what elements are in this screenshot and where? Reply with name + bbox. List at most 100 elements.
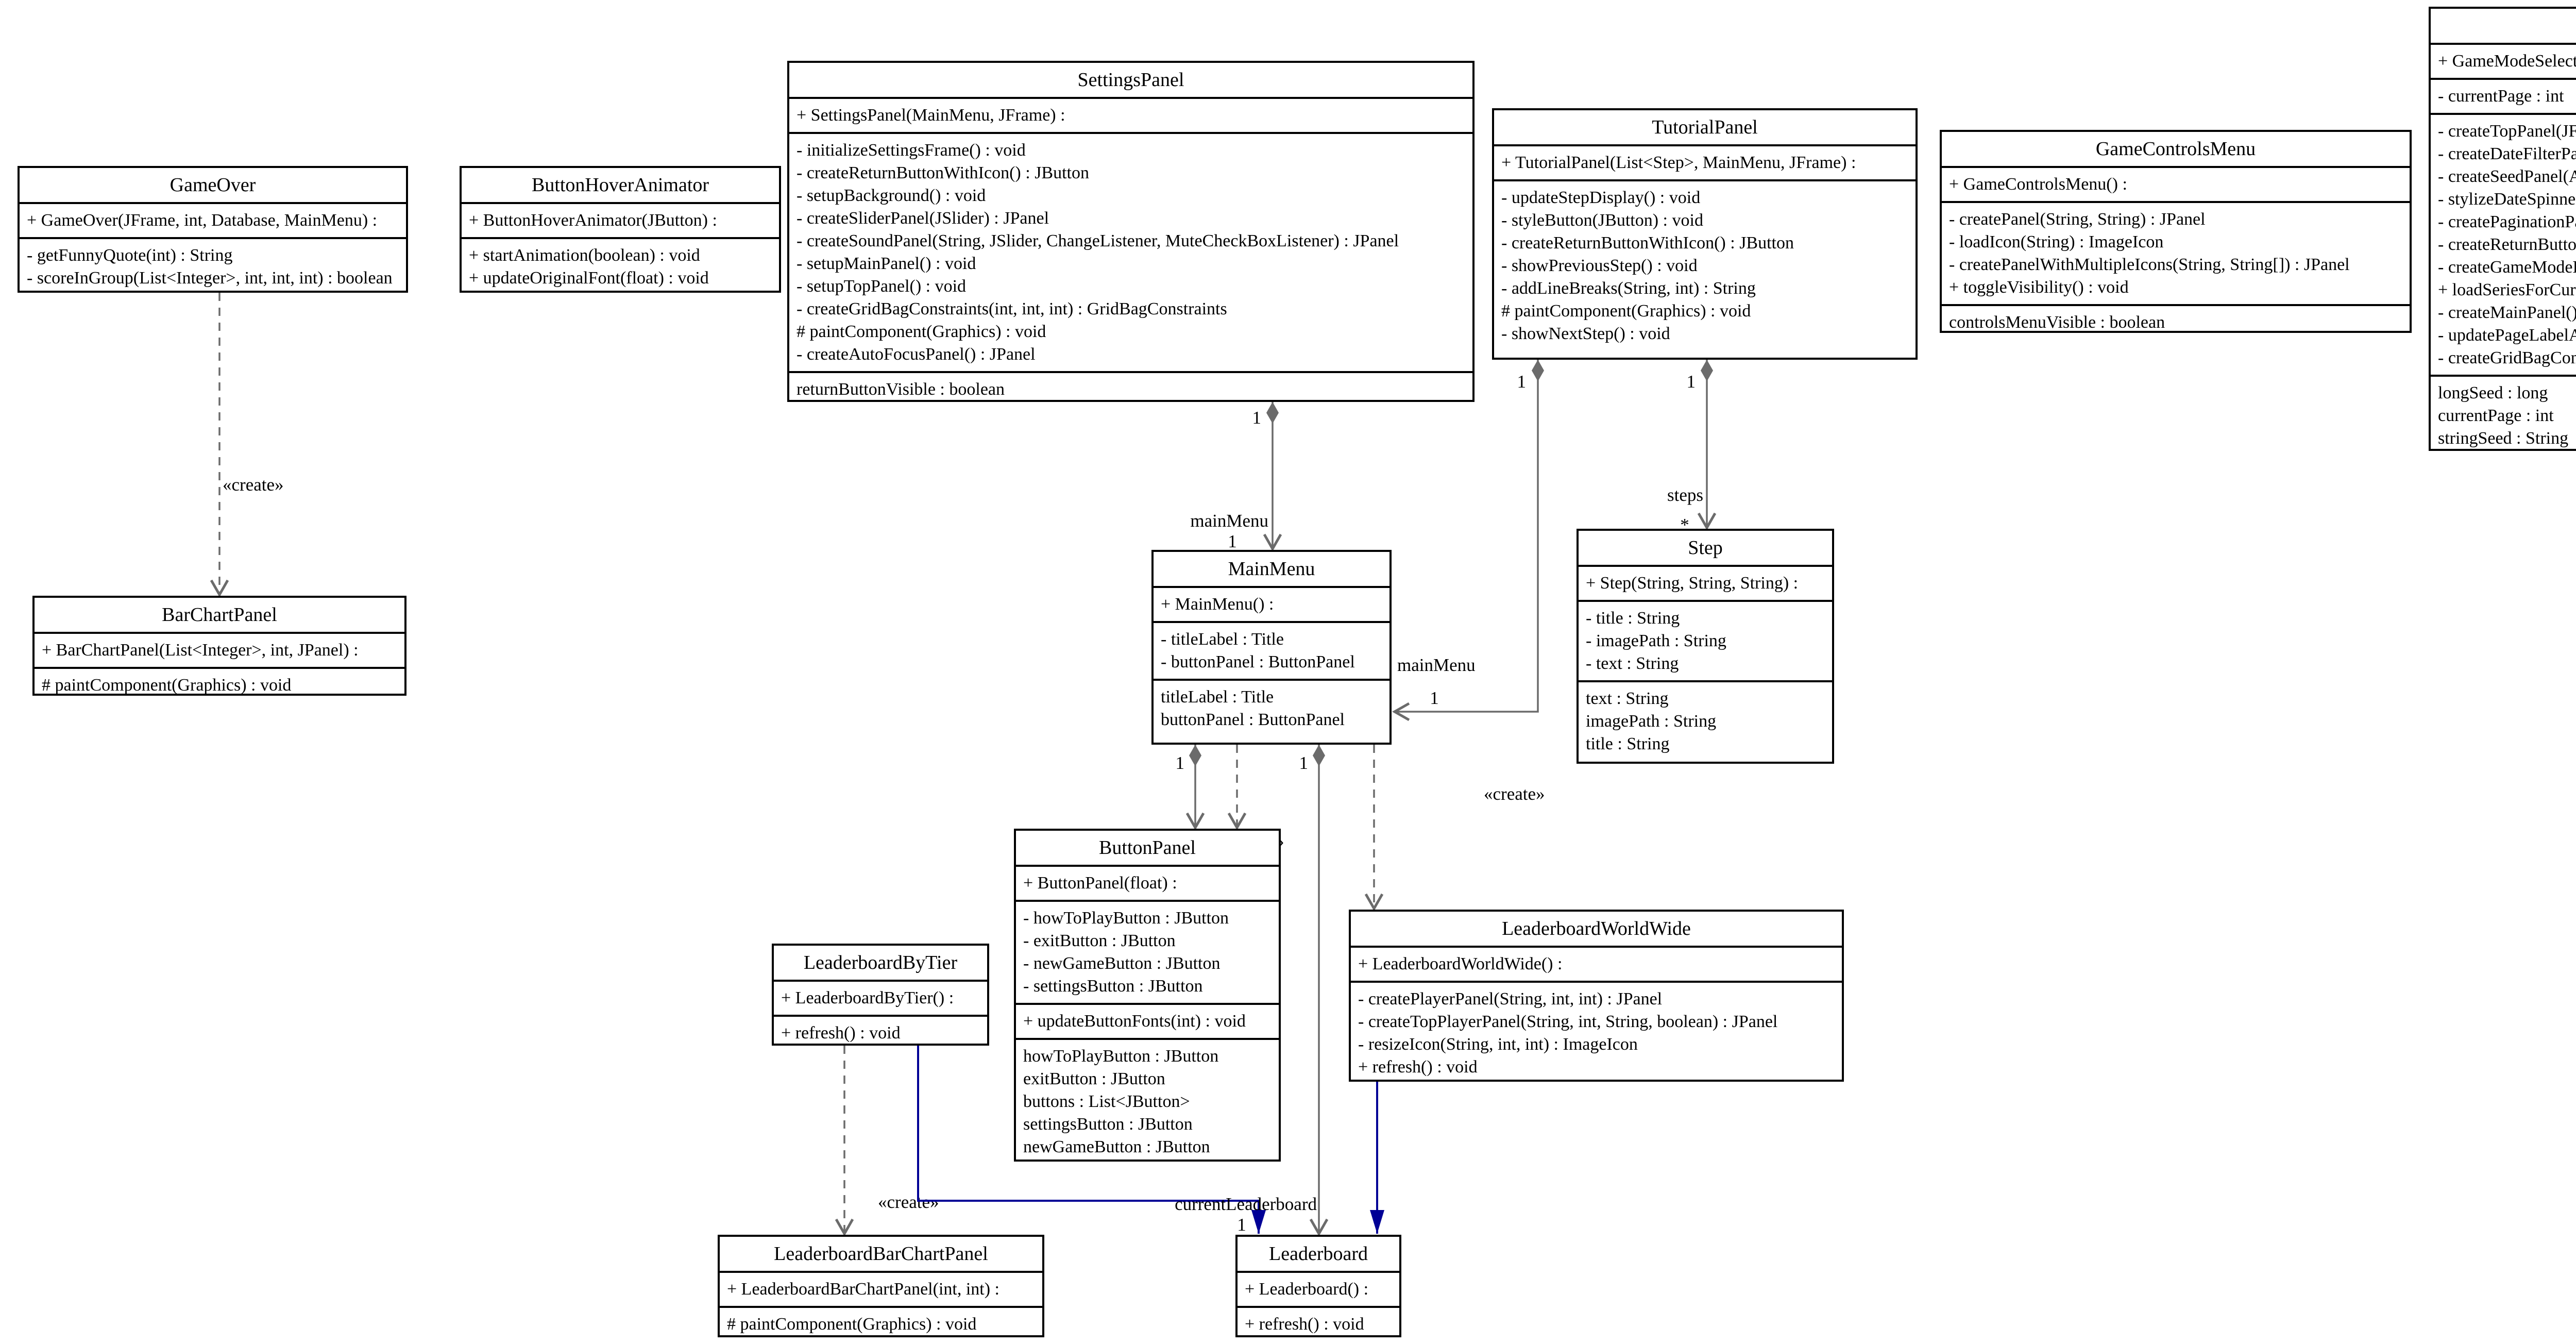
edge-mainmenu-create-leaderboardworldwide-label: «create» <box>1484 784 1545 804</box>
class-name-tutorialpanel: TutorialPanel <box>1652 116 1758 138</box>
member-row: + startAnimation(boolean) : void <box>469 246 700 265</box>
compartment: - updateStepDisplay() : void- styleButto… <box>1494 179 1916 358</box>
member-row: + LeaderboardBarChartPanel(int, int) : <box>727 1280 999 1299</box>
member-row: + ButtonPanel(float) : <box>1023 873 1177 893</box>
member-row: - scoreInGroup(List<Integer>, int, int, … <box>27 268 393 288</box>
member-row: - createReturnButtonWithIcon() : JButton <box>796 163 1089 182</box>
compartment: + Step(String, String, String) : <box>1579 565 1832 600</box>
member-row: text : String <box>1586 689 1669 708</box>
compartment: - getFunnyQuote(int) : String - scoreInGr… <box>20 237 406 291</box>
member-row: - updatePageLabelAndButtons(int, int) : … <box>2438 326 2576 345</box>
edge-tutorialpanel-step-label: steps <box>1667 485 1703 505</box>
member-row: - showNextStep() : void <box>1501 324 1670 343</box>
compartment: + ButtonHoverAnimator(JButton) : <box>462 202 779 237</box>
edge-tutorialpanel-step-label: 1 <box>1687 372 1696 392</box>
edge-settingspanel-mainmenu-label: mainMenu <box>1190 511 1268 531</box>
edge-leaderboardbytier-leaderboard-label: 1 <box>1237 1215 1246 1235</box>
compartment: + MainMenu() : <box>1154 586 1389 621</box>
member-row: + BarChartPanel(List<Integer>, int, JPan… <box>42 641 359 660</box>
compartment: + refresh() : void <box>774 1015 987 1044</box>
class-box-barchartpanel: BarChartPanel + BarChartPanel(List<Intege… <box>32 596 406 696</box>
compartment: + startAnimation(boolean) : void+ update… <box>462 237 779 291</box>
compartment: text : String imagePath : String title : S… <box>1579 680 1832 762</box>
member-row: - getFunnyQuote(int) : String <box>27 246 233 265</box>
class-box-step: Step+ Step(String, String, String) :- ti… <box>1577 529 1834 764</box>
member-row: + GameModeSelectionPanel(ActionListener,… <box>2438 52 2576 71</box>
edge-tutorialpanel-mainmenu-label: 1 <box>1517 372 1527 392</box>
member-row: - createGridBagConstraints(int, int, int… <box>796 299 1227 318</box>
edge-settingspanel-mainmenu-arrowhead-icon <box>1263 533 1282 552</box>
edge-mainmenu-create-leaderboardworldwide-arrowhead-icon <box>1364 893 1384 912</box>
member-row: longSeed : long <box>2438 383 2548 402</box>
member-row: - createDateFilterPanel() : JPanel <box>2438 144 2576 163</box>
member-row: title : String <box>1586 734 1670 753</box>
compartment: - howToPlayButton : JButton - exitButton … <box>1016 900 1279 1003</box>
member-row: buttons : List<JButton> <box>1023 1092 1190 1111</box>
member-row: - createReturnButtonWithIcon() : JButton <box>1501 233 1794 253</box>
member-row: + Leaderboard() : <box>1245 1280 1369 1299</box>
member-row: - exitButton : JButton <box>1023 931 1176 950</box>
member-row: currentPage : int <box>2438 406 2554 425</box>
compartment: + LeaderboardBarChartPanel(int, int) : <box>720 1271 1042 1306</box>
edge-settingspanel-mainmenu-diamond <box>1266 402 1279 424</box>
member-row: - createGameModeButton(String, ActionLis… <box>2438 258 2576 277</box>
edge-tutorialpanel-step-diamond <box>1701 360 1713 381</box>
edge-leaderboardworldwide-leaderboard-arrowhead-icon <box>1370 1210 1384 1234</box>
class-name-buttonhoveranimator: ButtonHoverAnimator <box>531 174 709 196</box>
edge-mainmenu-buttonpanel-diamond <box>1189 745 1201 766</box>
member-row: - imagePath : String <box>1586 631 1726 650</box>
class-box-buttonhoveranimator: ButtonHoverAnimator + ButtonHoverAnimator… <box>460 166 781 293</box>
member-row: howToPlayButton : JButton <box>1023 1047 1219 1066</box>
class-box-leaderboardbytier: LeaderboardByTier + LeaderboardByTier() :… <box>772 944 989 1046</box>
edge-tutorialpanel-mainmenu <box>1395 360 1539 713</box>
edge-settingspanel-mainmenu-label: 1 <box>1252 408 1262 428</box>
member-row: - createTopPlayerPanel(String, int, Stri… <box>1358 1012 1778 1031</box>
class-box-buttonpanel: ButtonPanel+ ButtonPanel(float) :- howTo… <box>1014 829 1281 1162</box>
edge-gameover-create-barchartpanel-label: «create» <box>223 475 284 495</box>
member-row: + LeaderboardByTier() : <box>781 988 954 1007</box>
member-row: buttonPanel : ButtonPanel <box>1161 710 1345 729</box>
compartment: + BarChartPanel(List<Integer>, int, JPan… <box>35 632 404 667</box>
member-row: - createPlayerPanel(String, int, int) : … <box>1358 989 1663 1009</box>
member-row: - howToPlayButton : JButton <box>1023 909 1229 928</box>
compartment: + ButtonPanel(float) : <box>1016 865 1279 900</box>
member-row: - createPaginationPanel() : JPanel <box>2438 212 2576 231</box>
member-row: - createPanelWithMultipleIcons(String, S… <box>1949 255 2350 274</box>
class-box-gamecontrolsmenu: GameControlsMenu+ GameControlsMenu() :- … <box>1940 130 2412 333</box>
member-row: - createGridBagConstraints(int, int, int… <box>2438 348 2576 367</box>
class-name-gamemodeselectionpanel: GameModeSelectionPanel <box>2431 9 2576 43</box>
compartment: - currentPage : int <box>2431 78 2576 113</box>
member-row: - resizeIcon(String, int, int) : ImageIc… <box>1358 1035 1638 1054</box>
class-box-gamemodeselectionpanel: GameModeSelectionPanel + GameModeSelectio… <box>2429 7 2576 451</box>
compartment: + Leaderboard() : <box>1238 1271 1399 1306</box>
class-name-leaderboardworldwide: LeaderboardWorldWide <box>1502 918 1691 939</box>
edge-settingspanel-mainmenu-label: 1 <box>1228 531 1237 551</box>
member-row: - currentPage : int <box>2438 87 2564 106</box>
edge-mainmenu-buttonpanel-label: 1 <box>1176 753 1185 773</box>
class-name-barchartpanel: BarChartPanel <box>162 604 277 626</box>
compartment: returnButtonVisible : boolean <box>789 371 1472 400</box>
member-row: controlsMenuVisible : boolean <box>1949 313 2165 332</box>
edge-gameover-create-barchartpanel-arrowhead-icon <box>210 579 229 598</box>
class-name-leaderboard: Leaderboard <box>1269 1243 1368 1265</box>
member-row: - initializeSettingsFrame() : void <box>796 141 1026 160</box>
member-row: - setupTopPanel() : void <box>796 277 967 296</box>
member-row: imagePath : String <box>1586 712 1717 731</box>
edge-leaderboardbytier-create-leaderboardbarchartpanel-label: «create» <box>878 1192 939 1212</box>
member-row: - titleLabel : Title <box>1161 630 1284 649</box>
compartment: - createTopPanel(JFrame, MainMenu) : JPa… <box>2431 113 2576 375</box>
edge-tutorialpanel-mainmenu-label: 1 <box>1430 688 1439 708</box>
member-row: + refresh() : void <box>781 1023 901 1043</box>
member-row: returnButtonVisible : boolean <box>796 380 1005 399</box>
edge-mainmenu-leaderboard-diamond <box>1313 745 1325 766</box>
compartment: + GameModeSelectionPanel(ActionListener,… <box>2431 43 2576 78</box>
class-box-leaderboardworldwide: LeaderboardWorldWide+ LeaderboardWorldWi… <box>1349 910 1844 1082</box>
edge-tutorialpanel-mainmenu-label: mainMenu <box>1397 655 1476 675</box>
compartment: - initializeSettingsFrame() : void - crea… <box>789 132 1472 371</box>
member-row: - setupMainPanel() : void <box>796 254 976 273</box>
class-name-leaderboardbytier: LeaderboardByTier <box>803 952 958 973</box>
compartment: + GameOver(JFrame, int, Database, MainMe… <box>20 202 406 237</box>
